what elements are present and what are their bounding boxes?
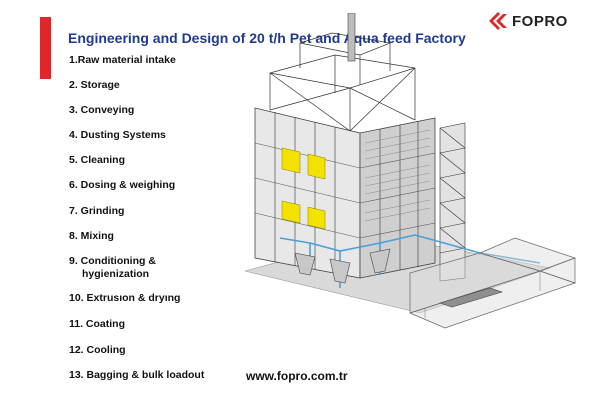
factory-drawing (244, 12, 577, 329)
list-item: 10. Extrusıon & dryıng (69, 292, 181, 304)
list-item: 5. Cleaning (69, 154, 126, 166)
list-item: 12. Cooling (69, 344, 126, 356)
list-item: 13. Bagging & bulk loadout (69, 369, 205, 381)
list-item: 7. Grinding (69, 205, 125, 217)
list-item: 3. Conveying (69, 104, 135, 116)
list-item: 8. Mixing (69, 230, 114, 242)
list-item: 11. Coating (69, 318, 126, 330)
logo-text: FOPRO (512, 12, 568, 30)
list-item: 4. Dusting Systems (69, 129, 166, 141)
list-item: 2. Storage (69, 79, 120, 91)
list-item: 1.Raw material intake (69, 54, 176, 66)
fopro-logo-icon (487, 10, 509, 32)
accent-bar (40, 17, 51, 79)
feed-factory-3d-illustration (240, 12, 580, 358)
list-item: 6. Dosing & weighing (69, 179, 176, 191)
list-item: 9. Conditioning & hygienization (69, 255, 156, 280)
page-title: Engineering and Design of 20 t/h Pet and… (68, 30, 466, 46)
website-url: www.fopro.com.tr (246, 369, 348, 383)
logo: FOPRO (487, 9, 568, 33)
